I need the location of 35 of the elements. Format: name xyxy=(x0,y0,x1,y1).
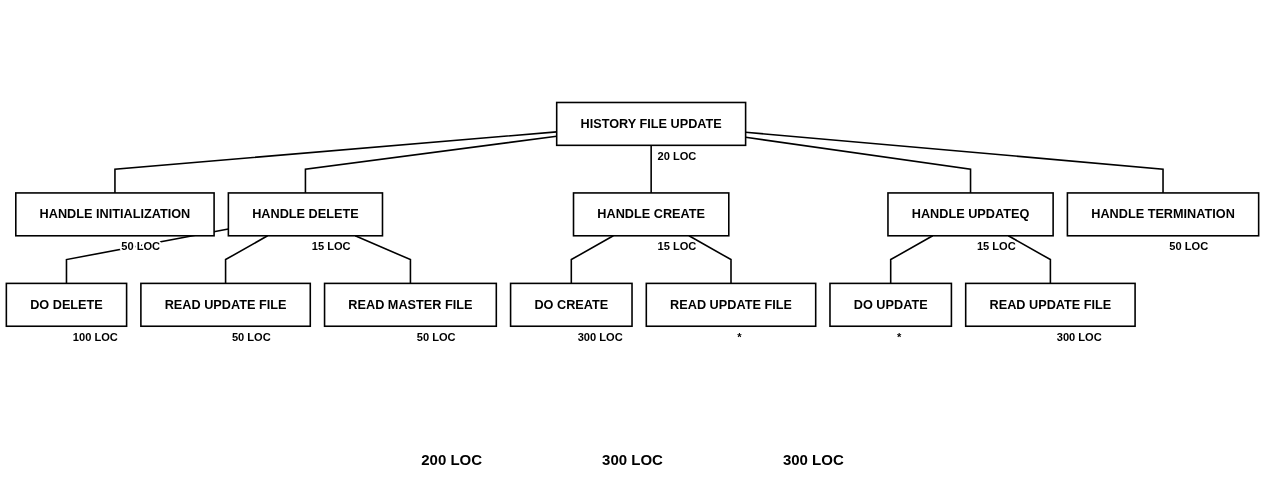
node-box xyxy=(15,192,215,237)
connector xyxy=(1007,235,1052,285)
node-box xyxy=(227,192,384,237)
line-count-annotation: 20 LOC xyxy=(657,149,697,162)
line-count-annotation: 50 LOC xyxy=(416,330,456,343)
line-count-annotation: 15 LOC xyxy=(657,240,697,253)
line-count-annotation: 15 LOC xyxy=(311,240,351,253)
node-box xyxy=(829,282,953,328)
node-box xyxy=(1066,192,1260,237)
line-count-annotation: 50 LOC xyxy=(231,330,271,343)
node-box xyxy=(964,282,1136,328)
node-box xyxy=(140,282,312,328)
line-count-annotation: 50 LOC xyxy=(1169,240,1209,253)
line-count-annotation: 300 LOC xyxy=(1056,330,1102,343)
node-box xyxy=(572,192,730,237)
bracket-total-label: 300 LOC xyxy=(602,451,663,468)
bracket-total-label: 300 LOC xyxy=(782,451,844,468)
node-box xyxy=(645,282,817,328)
connector xyxy=(224,235,269,285)
connector xyxy=(650,144,652,194)
line-count-annotation: 15 LOC xyxy=(976,240,1016,253)
node-box xyxy=(323,282,498,328)
line-count-annotation: * xyxy=(897,330,902,343)
connector xyxy=(354,235,412,285)
line-count-annotation: 300 LOC xyxy=(577,330,623,343)
node-box xyxy=(555,101,747,147)
node-box xyxy=(509,282,633,328)
node-box xyxy=(5,282,128,328)
connector xyxy=(570,235,615,285)
line-count-annotation: * xyxy=(737,330,742,343)
line-count-annotation: 100 LOC xyxy=(72,330,118,343)
connector xyxy=(688,235,732,285)
connector xyxy=(889,235,934,285)
node-box xyxy=(887,192,1054,237)
bracket-total-label: 200 LOC xyxy=(421,451,483,468)
